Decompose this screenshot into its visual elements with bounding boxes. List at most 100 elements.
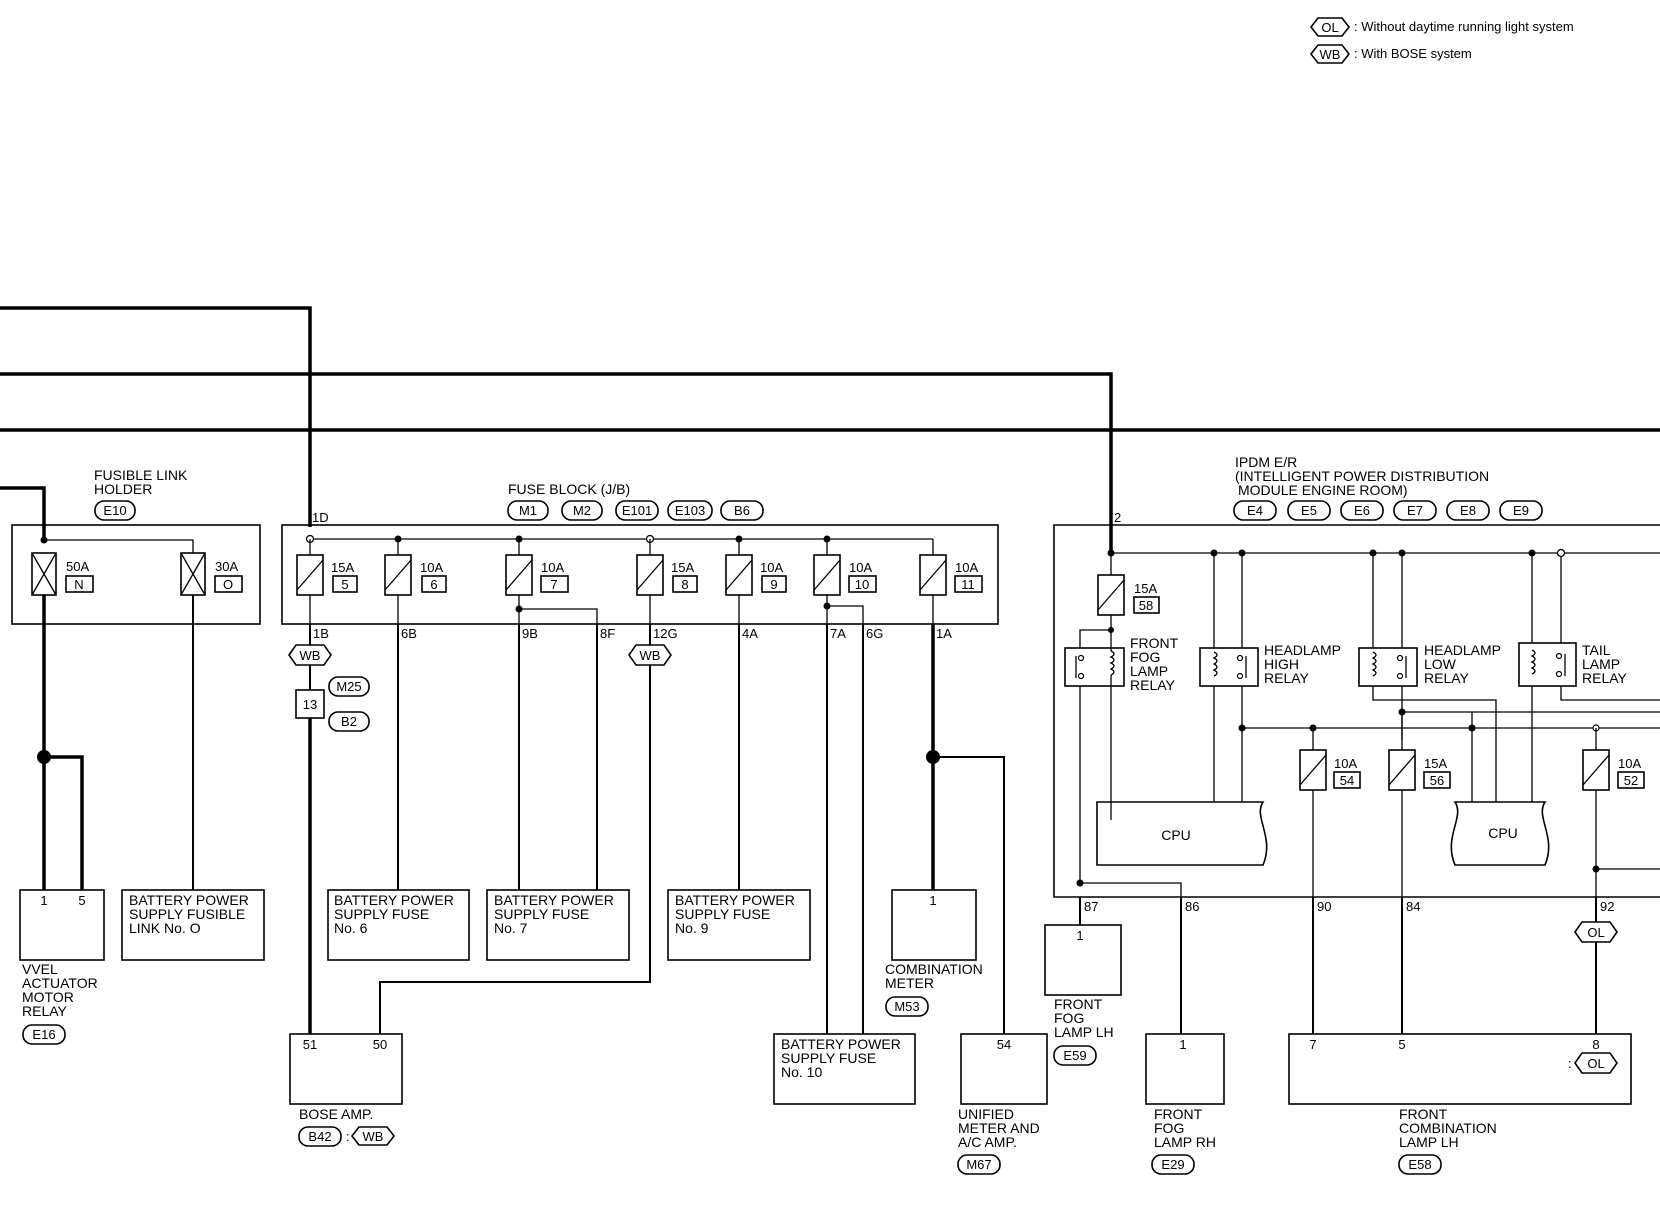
component-label: VVEL bbox=[22, 961, 58, 977]
link-id-box bbox=[65, 575, 94, 593]
terminal-circle bbox=[1556, 548, 1566, 558]
terminal-label: 8F bbox=[600, 626, 615, 641]
battery-supply-fuse-9: BATTERY POWER SUPPLY FUSE No. 9 bbox=[667, 889, 811, 961]
wire bbox=[44, 755, 84, 890]
fuse-no: 11 bbox=[961, 577, 975, 592]
connector-pill bbox=[1393, 500, 1437, 521]
fuse-no: 5 bbox=[341, 577, 348, 592]
connector-e29: E29 bbox=[1161, 1157, 1184, 1172]
relay-label: FRONT bbox=[1130, 635, 1179, 651]
connector-pill bbox=[885, 996, 929, 1017]
component-label: LAMP LH bbox=[1399, 1134, 1459, 1150]
fuse-amp: 10A bbox=[541, 560, 564, 575]
component-box bbox=[960, 1033, 1048, 1105]
fuse-no: 56 bbox=[1430, 773, 1444, 788]
terminal-label: 1B bbox=[313, 626, 329, 641]
link-cross bbox=[31, 552, 57, 596]
component-label: METER AND bbox=[958, 1120, 1040, 1136]
component-label: LAMP RH bbox=[1154, 1134, 1216, 1150]
relay-contact bbox=[1077, 654, 1085, 662]
component-label: SUPPLY FUSE bbox=[781, 1050, 876, 1066]
front-fog-lamp-relay bbox=[1064, 647, 1125, 687]
battery-supply-fusible-link-o: BATTERY POWER SUPPLY FUSIBLE LINK No. O bbox=[121, 889, 265, 961]
component-label: BATTERY POWER bbox=[129, 892, 249, 908]
component-box bbox=[1145, 1033, 1225, 1105]
fuse-slash bbox=[1097, 579, 1125, 611]
connector-b6: B6 bbox=[734, 503, 750, 518]
option-tag-ol-text: OL bbox=[1587, 925, 1604, 940]
junction-dot bbox=[1076, 879, 1084, 887]
pin-label: 1 bbox=[1179, 1037, 1186, 1052]
ipdm-box bbox=[1053, 524, 1660, 898]
fuse-block-label: FUSE BLOCK (J/B) bbox=[508, 481, 630, 497]
component-box bbox=[891, 889, 977, 961]
connector-e10: E10 bbox=[103, 503, 126, 518]
link-o-id: O bbox=[223, 577, 233, 592]
component-label: BATTERY POWER bbox=[494, 892, 614, 908]
fuse-slash bbox=[384, 559, 412, 591]
pin-label: 5 bbox=[1398, 1037, 1405, 1052]
option-tag-wb-text: WB bbox=[640, 648, 661, 663]
wire-bus-1 bbox=[0, 306, 312, 527]
option-tag-ol bbox=[1574, 921, 1618, 943]
fuse-no-box bbox=[540, 575, 569, 593]
relay-label: RELAY bbox=[1130, 677, 1176, 693]
combination-meter: 1 COMBINATION METER M53 bbox=[885, 889, 983, 1017]
connector-pill bbox=[22, 1024, 66, 1045]
legend-wb-code: WB bbox=[1320, 47, 1341, 62]
battery-supply-fuse-6: BATTERY POWER SUPPLY FUSE No. 6 bbox=[327, 889, 470, 961]
connector-e59: E59 bbox=[1063, 1048, 1086, 1063]
component-label: ACTUATOR bbox=[22, 975, 98, 991]
option-tag-wb bbox=[628, 644, 672, 666]
fuse-no-box bbox=[1133, 596, 1160, 614]
fuse-slash bbox=[296, 559, 324, 591]
wire-bus-4 bbox=[0, 486, 46, 538]
fuse-no-box bbox=[672, 575, 698, 593]
connector-pill bbox=[298, 1126, 342, 1147]
component-box bbox=[289, 1033, 403, 1105]
fuse-no-box bbox=[421, 575, 447, 593]
wire bbox=[933, 756, 1005, 1034]
fusible-link-label-1: FUSIBLE LINK bbox=[94, 467, 188, 483]
ipdm-cpu-2 bbox=[1450, 801, 1550, 866]
junction-dot bbox=[1592, 865, 1600, 873]
link-cross bbox=[180, 552, 206, 596]
connector-e9: E9 bbox=[1513, 503, 1529, 518]
component-box bbox=[667, 889, 811, 961]
pin-label: 1 bbox=[929, 893, 936, 908]
connector-pill bbox=[561, 500, 603, 521]
front-fog-lamp-lh: 1 FRONT FOG LAMP LH E59 bbox=[1044, 924, 1122, 1066]
connector-pill bbox=[94, 500, 136, 521]
component-box bbox=[121, 889, 265, 961]
terminal-label: 86 bbox=[1185, 899, 1199, 914]
connector-pill bbox=[1151, 1154, 1195, 1175]
ipdm-label-1: IPDM E/R bbox=[1235, 454, 1297, 470]
component-label: MOTOR bbox=[22, 989, 74, 1005]
wire bbox=[1560, 686, 1660, 701]
option-tag-wb bbox=[288, 644, 332, 666]
relay-label: LAMP bbox=[1130, 663, 1168, 679]
fuse-no: 58 bbox=[1139, 598, 1153, 613]
fuse-no-box bbox=[1617, 771, 1645, 789]
fusible-link-label-2: HOLDER bbox=[94, 481, 152, 497]
component-box bbox=[1288, 1033, 1632, 1105]
component-label: COMBINATION bbox=[885, 961, 983, 977]
connector-e4: E4 bbox=[1247, 503, 1263, 518]
connector-m1: M1 bbox=[519, 503, 537, 518]
fuse-amp: 15A bbox=[1424, 756, 1447, 771]
component-label: SUPPLY FUSE bbox=[675, 906, 770, 922]
component-label: UNIFIED bbox=[958, 1106, 1014, 1122]
component-label: SUPPLY FUSE bbox=[494, 906, 589, 922]
fuse-slash bbox=[1299, 754, 1327, 786]
component-label: A/C AMP. bbox=[958, 1134, 1017, 1150]
fuse-slash bbox=[813, 559, 841, 591]
junction-dot bbox=[1238, 724, 1246, 732]
fuse-slash bbox=[505, 559, 533, 591]
relay-contact bbox=[1396, 672, 1404, 680]
fuse-amp: 10A bbox=[1618, 756, 1641, 771]
front-combination-lamp-lh: 7 5 8 : OL FRONT COMBINATION LAMP LH E58 bbox=[1288, 1033, 1632, 1175]
terminal-label: 2 bbox=[1114, 510, 1121, 525]
ipdm-er: IPDM E/R (INTELLIGENT POWER DISTRIBUTION… bbox=[1053, 454, 1660, 914]
connector-m25: M25 bbox=[336, 679, 361, 694]
